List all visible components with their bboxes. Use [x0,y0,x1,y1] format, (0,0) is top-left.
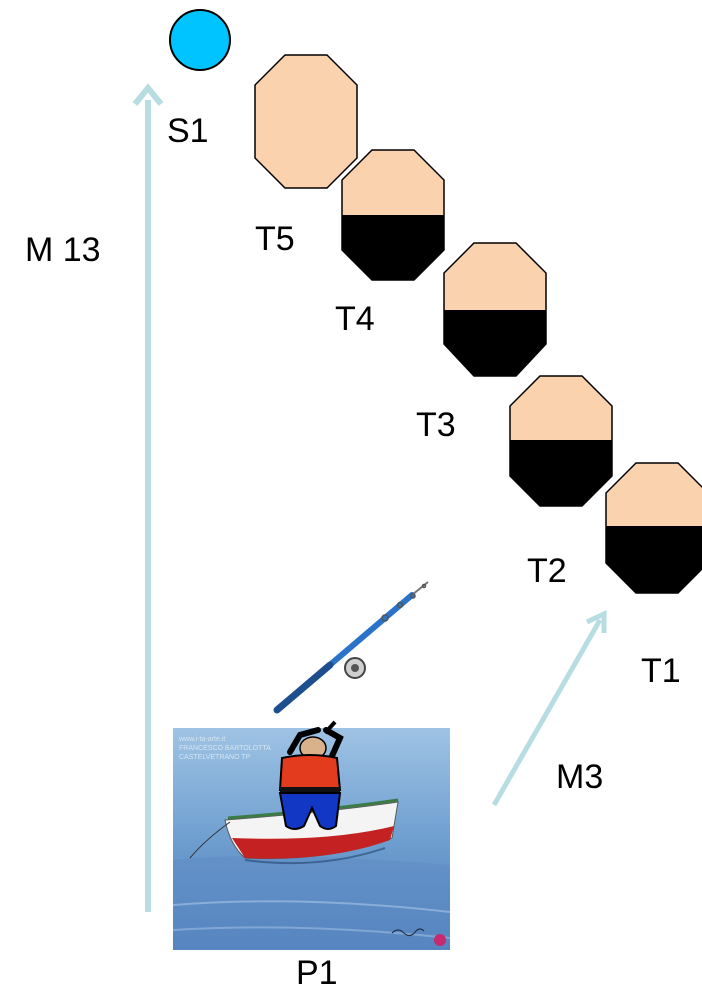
painting-text-2: FRANCESCO BARTOLOTTA [179,745,271,752]
target-t4-octagon-icon [341,149,445,281]
label-s1: S1 [167,112,209,150]
painting-text-1: www.i-ta-arte.it [178,736,225,743]
fisherman-icon [278,720,344,830]
m13-arrow [132,83,164,912]
target-t5-octagon-icon [254,54,358,189]
painting-text-3: CASTELVETRANO TP [179,754,251,761]
source-s1-cyan-circle-icon [169,9,231,71]
fishing-rod-icon [273,581,429,714]
m3-arrow [491,610,607,807]
label-t5: T5 [255,220,295,258]
label-m13: M 13 [25,231,101,269]
label-t3: T3 [416,406,456,444]
target-t3-octagon-icon [443,242,547,377]
label-t4: T4 [335,300,375,338]
label-t1: T1 [641,652,681,690]
label-t2: T2 [527,552,567,590]
label-m3: M3 [556,758,604,796]
target-t2-octagon-icon [509,375,613,507]
label-p1: P1 [296,954,338,992]
target-t1-octagon-icon [605,462,702,594]
